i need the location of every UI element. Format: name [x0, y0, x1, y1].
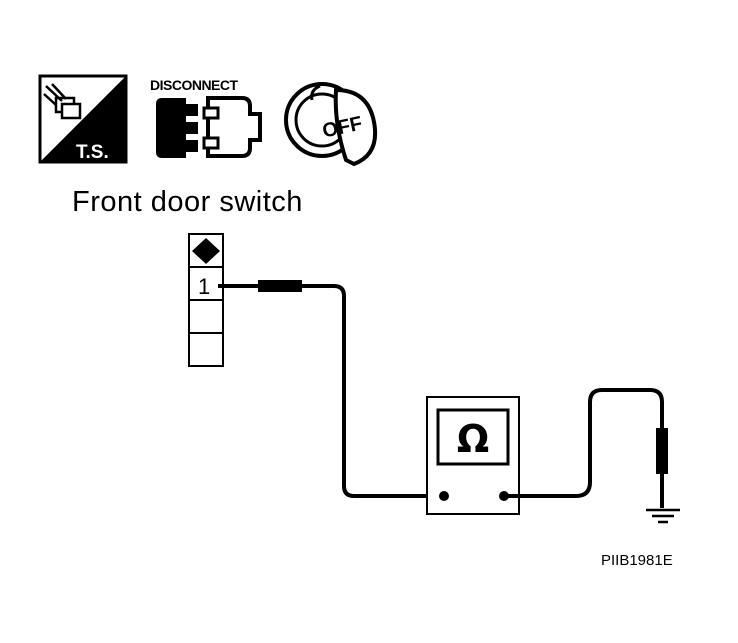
connector-marker-icon [192, 238, 220, 264]
ohm-symbol: Ω [457, 417, 489, 461]
probe-wire-left [218, 280, 444, 498]
connector-pin-label: 1 [198, 274, 210, 299]
ground-icon [646, 508, 680, 524]
disconnect-label: DISCONNECT [150, 77, 239, 93]
meter-terminal-left [439, 491, 449, 501]
ts-label: T.S. [76, 142, 109, 163]
diagram-title: Front door switch [72, 186, 303, 218]
part-code: PIIB1981E [601, 552, 673, 569]
ohmmeter: Ω [426, 396, 520, 515]
connector-probe-icon [43, 83, 82, 120]
probe-wire-right [504, 388, 668, 508]
ts-test-icon: T.S. [38, 74, 128, 164]
harness-connector: 1 [188, 233, 224, 367]
ignition-key-off-icon: OFF [284, 82, 377, 167]
disconnect-icon: DISCONNECT [150, 77, 262, 158]
